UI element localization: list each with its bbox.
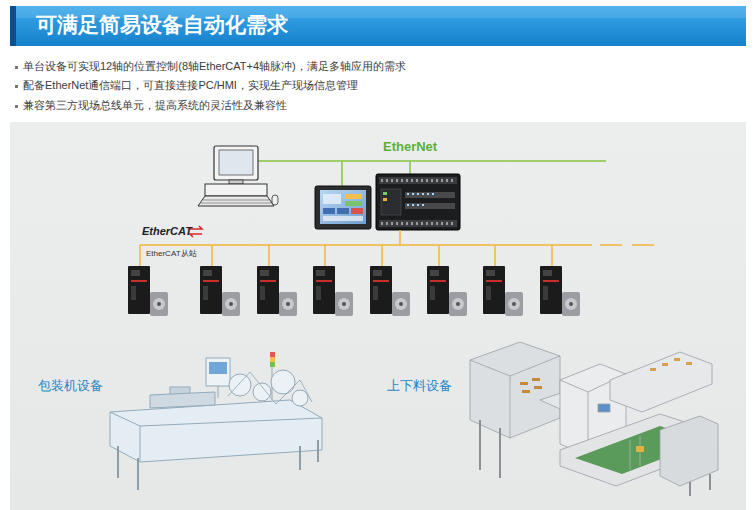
- servo-drives: [128, 266, 580, 316]
- bullet-dots: [15, 66, 18, 108]
- slave-label: EtherCAT从站: [146, 249, 197, 259]
- bus-logo: EtherCAT: [142, 225, 192, 238]
- ethercat-bus: [140, 230, 654, 266]
- loader-machine: [470, 342, 718, 496]
- feature-bullet: 配备EtherNet通信端口，可直接连接PC/HMI，实现生产现场信息管理: [23, 79, 358, 92]
- application-label: 上下料设备: [387, 378, 452, 394]
- feature-bullet: 单台设备可实现12轴的位置控制(8轴EtherCAT+4轴脉冲)，满足多轴应用的…: [23, 60, 406, 73]
- feature-bullet: 兼容第三方现场总线单元，提高系统的灵活性及兼容性: [23, 99, 287, 112]
- background-panel: [10, 122, 746, 510]
- application-label: 包装机设备: [38, 378, 103, 394]
- hmi-panel: [315, 186, 371, 229]
- pc-icon: [198, 146, 278, 206]
- bus-label: EtherNet: [383, 139, 437, 155]
- page-title: 可满足简易设备自动化需求: [36, 12, 288, 37]
- packaging-machine: [110, 352, 322, 490]
- header-band: [10, 6, 746, 46]
- plc-controller: [376, 174, 460, 230]
